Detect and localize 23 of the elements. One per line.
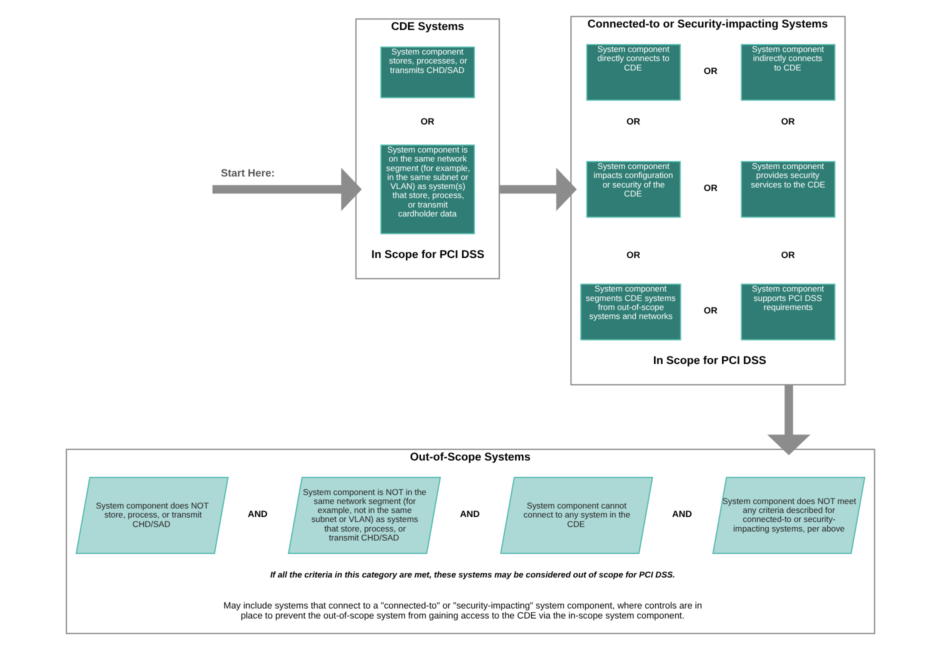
label: OR — [703, 306, 717, 316]
label: OR — [780, 116, 794, 126]
label: OR — [626, 250, 640, 260]
node-box: System component supports PCI DSS requirements — [740, 284, 835, 340]
label: OR — [703, 183, 717, 194]
label: OR — [703, 66, 717, 76]
arrow — [498, 168, 576, 211]
arrow — [212, 168, 362, 211]
node-box: System component directly connects to CDE — [586, 44, 680, 101]
node-box: System component provides security services to the CDE — [740, 161, 835, 218]
node-box: System component impacts configuration or security of the CDE — [586, 161, 680, 218]
node-box: System component stores, processes, or transmits CHD/SAD — [380, 46, 474, 98]
label: OR — [626, 116, 640, 126]
edge-label: Start Here: — [220, 168, 274, 180]
label: OR — [780, 250, 794, 260]
label: AND — [672, 509, 692, 520]
label: OR — [420, 116, 434, 126]
label: AND — [459, 509, 480, 520]
label: AND — [247, 509, 268, 520]
node-box: System component is on the same network segment (for example, in the same subnet or VLAN) as system(s) that store, process, or transmit cardholder data — [380, 144, 474, 234]
node-box: System component segments CDE systems from out-of-scope systems and networks — [580, 284, 681, 340]
arrow — [766, 384, 810, 456]
node-box: System component indirectly connects to CDE — [740, 44, 835, 101]
